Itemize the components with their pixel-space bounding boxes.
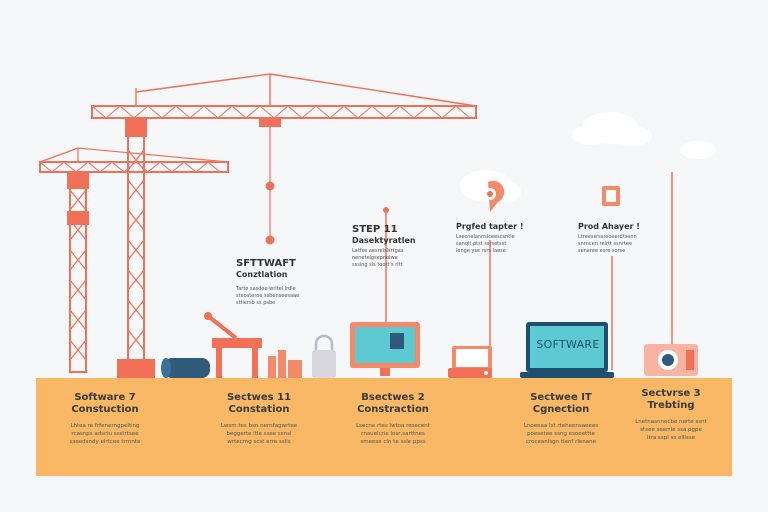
camera-icon [644, 344, 698, 376]
stage-label-4: Sectwee IT Cgnection Lnoeeaa lst rteheen… [486, 392, 636, 446]
document-icon [602, 172, 673, 370]
laptop-icon [520, 322, 614, 378]
stage-label-3: Bsectwes 2 Constraction Lsecne rtes lwto… [318, 392, 468, 446]
stage-description: Lsecne rtes lwtoa resecent rnauelcrie lo… [356, 423, 430, 445]
stage-title: Software 7 Constuction [71, 392, 139, 415]
note-body: Latfse aesrelslsrtgas nenetelgsepnolwe s… [352, 248, 404, 268]
tablet-icon [448, 346, 492, 378]
target-icon [484, 180, 505, 346]
stage-description: Lnetnasnnecbe nerte ssnt stsee seerrle s… [635, 419, 707, 441]
stage-label-5: Sectvrse 3 Trebting Lnetnasnnecbe nerte … [596, 388, 746, 442]
stage-title: Bsectwes 2 Constraction [357, 392, 429, 415]
stage-description: Lnoeeaa lst rteheensaeees poesetee ssng … [523, 423, 599, 445]
note-project: Prgfed tapter ! Lsecnelannslceescsntle s… [456, 222, 530, 255]
note-title: Prgfed tapter ! [456, 222, 524, 231]
note-step: STEP 11 Dasektyratlen Latfse aesrelslsrt… [352, 224, 426, 269]
stage-label-1: Software 7 Constuction Lhtea re frfenern… [30, 392, 180, 446]
crane-small [39, 147, 229, 373]
stage-title: Sectvrse 3 Trebting [641, 388, 701, 411]
pipe [161, 358, 210, 378]
note-title: SFTTWAFT [236, 258, 296, 269]
stage-description: Lhtea re frfenerngpelting rcasnps adsrtu… [69, 423, 141, 445]
stage-title: Sectwes 11 Constation [226, 392, 292, 415]
crane-large [91, 73, 477, 379]
cloud-icon [460, 112, 716, 202]
stage-description: Lwsm tes bsn nernfagwrtee beggerte ltle … [220, 423, 298, 445]
lock-icon [312, 334, 336, 378]
note-subtitle: Dasektyratlen [352, 236, 416, 245]
note-road: Prod Ahayer ! Ltreessrssreoeerdtsenn snr… [578, 222, 652, 255]
desk [204, 312, 302, 378]
monitor-icon [350, 207, 420, 376]
note-body: Tarte sasdee wrltel lrdle steosteroe ssb… [236, 286, 300, 306]
note-software: SFTTWAFT Conztlation Tarte sasdee wrltel… [236, 258, 306, 307]
note-title: STEP 11 [352, 224, 398, 235]
note-body: Lsecnelannslceescsntle sanqit ptst ssrse… [456, 234, 515, 254]
note-title: Prod Ahayer ! [578, 222, 640, 231]
stage-title: Sectwee IT Cgnection [530, 392, 592, 415]
note-body: Ltreessrssreoeerdtsenn snrncen relrtt ss… [578, 234, 637, 254]
note-subtitle: Conztlation [236, 270, 288, 279]
stage-label-2: Sectwes 11 Constation Lwsm tes bsn nernf… [184, 392, 334, 446]
ground-strip [36, 378, 732, 476]
laptop-screen-text: SOFTWARE [536, 338, 600, 351]
